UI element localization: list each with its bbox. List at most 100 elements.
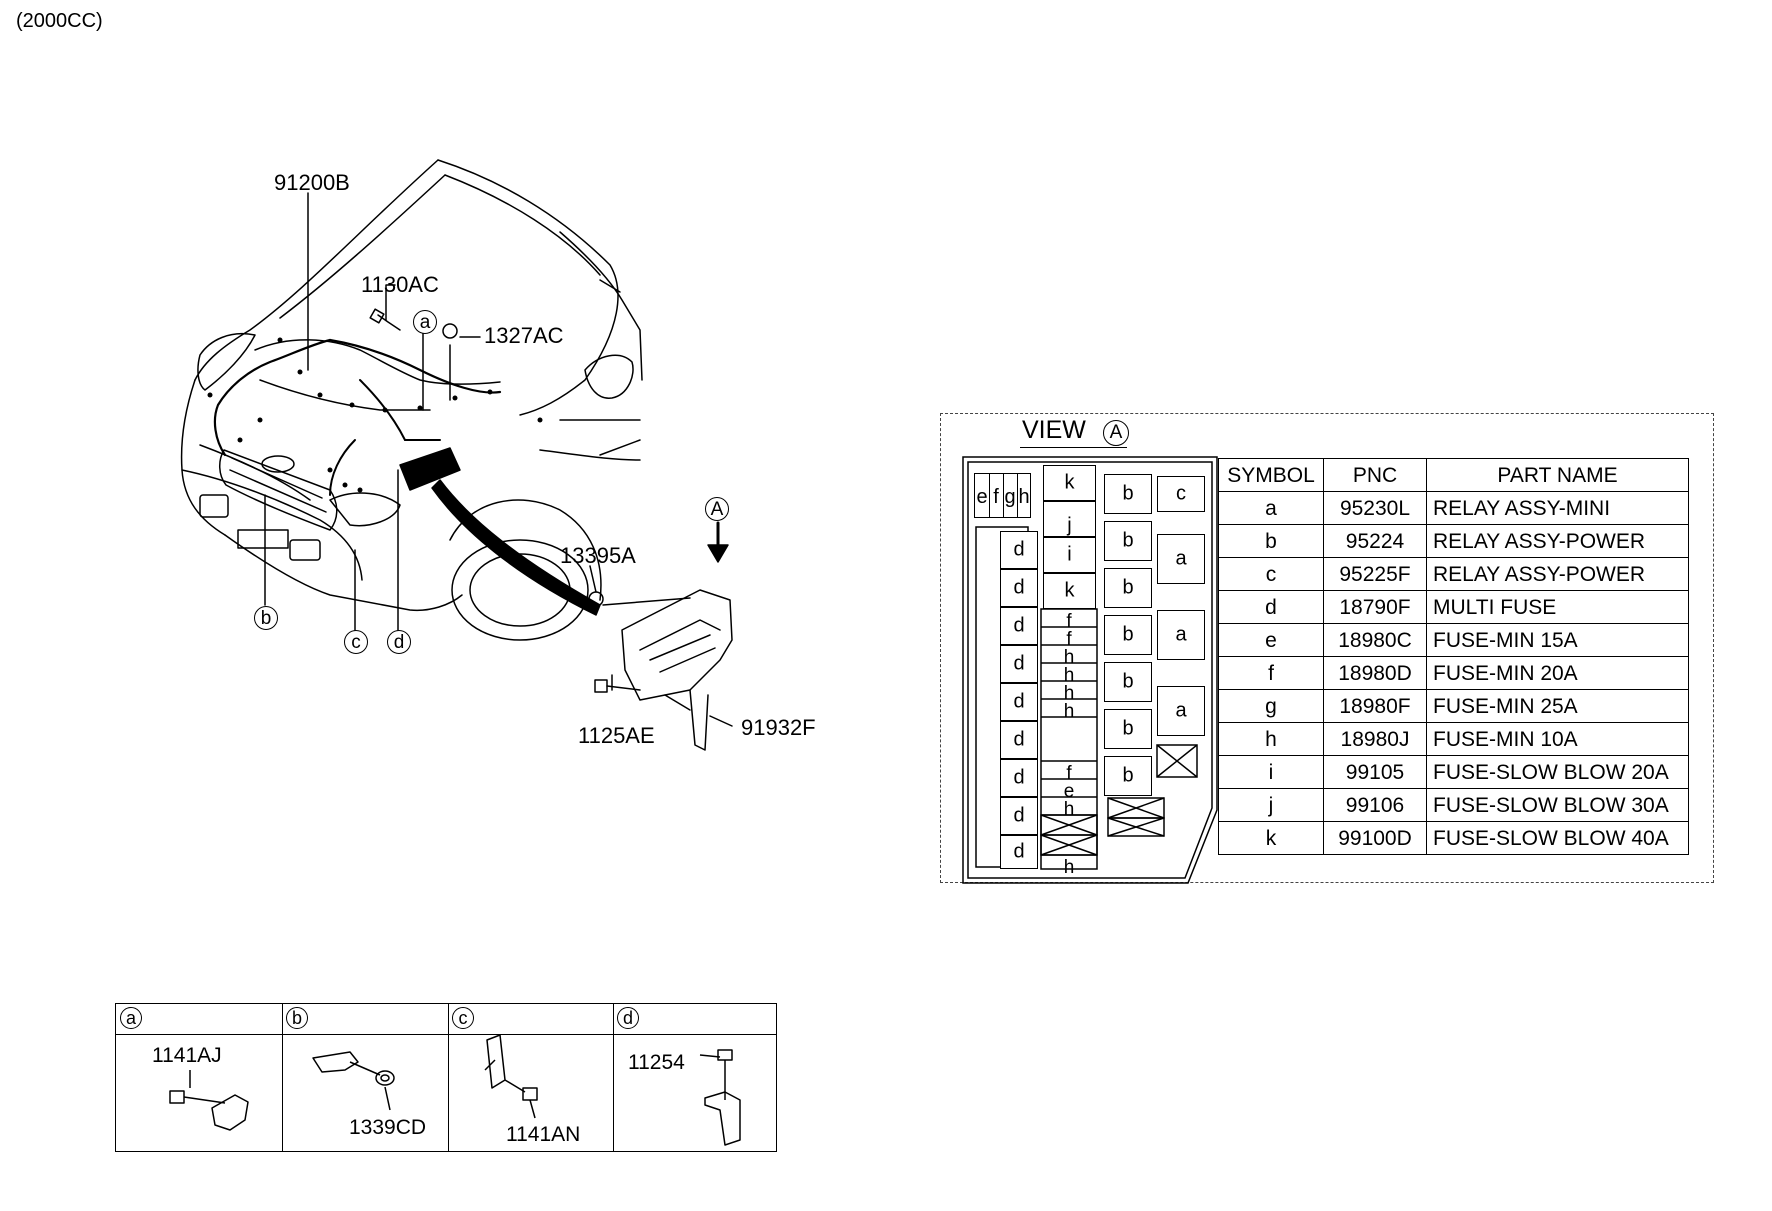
fuse-k-1: k [1043,465,1096,501]
fuse-label: b [1122,529,1134,552]
relay-c: c [1157,476,1205,512]
detail-part-1339CD: 1339CD [349,1116,427,1139]
cell-pnc: 18980F [1323,689,1427,723]
fuse-label: b [1122,482,1134,505]
relay-b-6: b [1104,709,1152,749]
cell-pnc: 18790F [1323,590,1427,624]
cell-part-name: FUSE-SLOW BLOW 40A [1426,821,1689,855]
cell-symbol: h [1218,722,1324,756]
cell-pnc: 95225F [1323,557,1427,591]
callout-1327AC: 1327AC [484,323,564,348]
cell-pnc: 99100D [1323,821,1427,855]
fuse-label: b [1122,623,1134,646]
fuse-label: b [1122,717,1134,740]
fuse-slot-f: f [993,486,999,508]
fuse-label: a [1175,699,1187,722]
cell-part-name: FUSE-MIN 25A [1426,689,1689,723]
fuse-label: d [1013,766,1025,789]
divider [989,474,990,517]
view-title-underline [1020,447,1127,448]
fuse-label: b [1122,764,1134,787]
relay-b-4: b [1104,615,1152,655]
mini-fuse-2: f [1066,629,1072,650]
relay-b-2: b [1104,521,1152,561]
fuse-d-4: d [1000,645,1038,683]
detail-part-1141AN: 1141AN [506,1123,581,1146]
mini-fuse-4: h [1063,665,1075,686]
relay-b-3: b [1104,568,1152,608]
cell-pnc: 99105 [1323,755,1427,789]
cell-part-name: RELAY ASSY-MINI [1426,491,1689,525]
fuse-d-1: d [1000,531,1038,569]
fuse-d-9: d [1000,835,1038,869]
fuse-label: c [1176,482,1186,505]
mini-fuse-1: f [1066,611,1072,632]
cell-part-name: RELAY ASSY-POWER [1426,524,1689,558]
cell-pnc: 99106 [1323,788,1427,822]
marker-c: c [344,630,368,654]
fuse-label: a [1175,547,1187,570]
cell-pnc: 95224 [1323,524,1427,558]
mini-fuse-5: h [1063,683,1075,704]
fuse-label: b [1122,670,1134,693]
cell-pnc: 18980C [1323,623,1427,657]
fuse-k-2: k [1043,573,1096,609]
fuse-d-3: d [1000,607,1038,645]
fuse-label: k [1064,471,1075,494]
detail-table [115,1003,777,1152]
fuse-d-6: d [1000,721,1038,759]
view-a-frame [940,413,1714,883]
relay-a-1: a [1157,534,1205,584]
fuse-label: d [1013,614,1025,637]
fuse-label: k [1064,579,1075,602]
cell-symbol: k [1218,821,1324,855]
cell-symbol: d [1218,590,1324,624]
cell-symbol: j [1218,788,1324,822]
fuse-slot-h: h [1018,486,1030,508]
fuse-d-2: d [1000,569,1038,607]
relay-a-3: a [1157,686,1205,736]
detail-part-1141AJ: 1141AJ [152,1044,222,1067]
fuse-slot-e: e [976,486,988,508]
detail-divider [282,1004,283,1151]
view-title-marker: A [1103,420,1129,446]
engine-label: (2000CC) [16,10,103,32]
fuse-label: d [1013,840,1025,863]
marker-view-a: A [705,497,729,521]
fuse-label: d [1013,652,1025,675]
fuse-slot-g: g [1004,486,1016,508]
detail-marker-a: a [120,1007,142,1029]
cell-symbol: e [1218,623,1324,657]
detail-marker-c: c [452,1007,474,1029]
cell-part-name: FUSE-MIN 15A [1426,623,1689,657]
fuse-label: j [1067,514,1072,537]
mini-fuse-8: e [1063,781,1075,802]
cell-pnc: 95230L [1323,491,1427,525]
detail-marker-b: b [286,1007,308,1029]
cell-part-name: FUSE-MIN 10A [1426,722,1689,756]
cell-part-name: MULTI FUSE [1426,590,1689,624]
header-symbol: SYMBOL [1218,458,1324,492]
fuse-d-8: d [1000,797,1038,835]
detail-header-line [116,1034,776,1035]
relay-b-1: b [1104,474,1152,514]
detail-divider [448,1004,449,1151]
mini-fuse-9: h [1063,799,1075,820]
detail-marker-d: d [617,1007,639,1029]
fuse-j: j [1043,501,1096,537]
marker-b: b [254,606,278,630]
relay-b-5: b [1104,662,1152,702]
callout-91932F: 91932F [741,715,816,740]
detail-part-11254: 11254 [628,1051,685,1074]
fuse-d-5: d [1000,683,1038,721]
